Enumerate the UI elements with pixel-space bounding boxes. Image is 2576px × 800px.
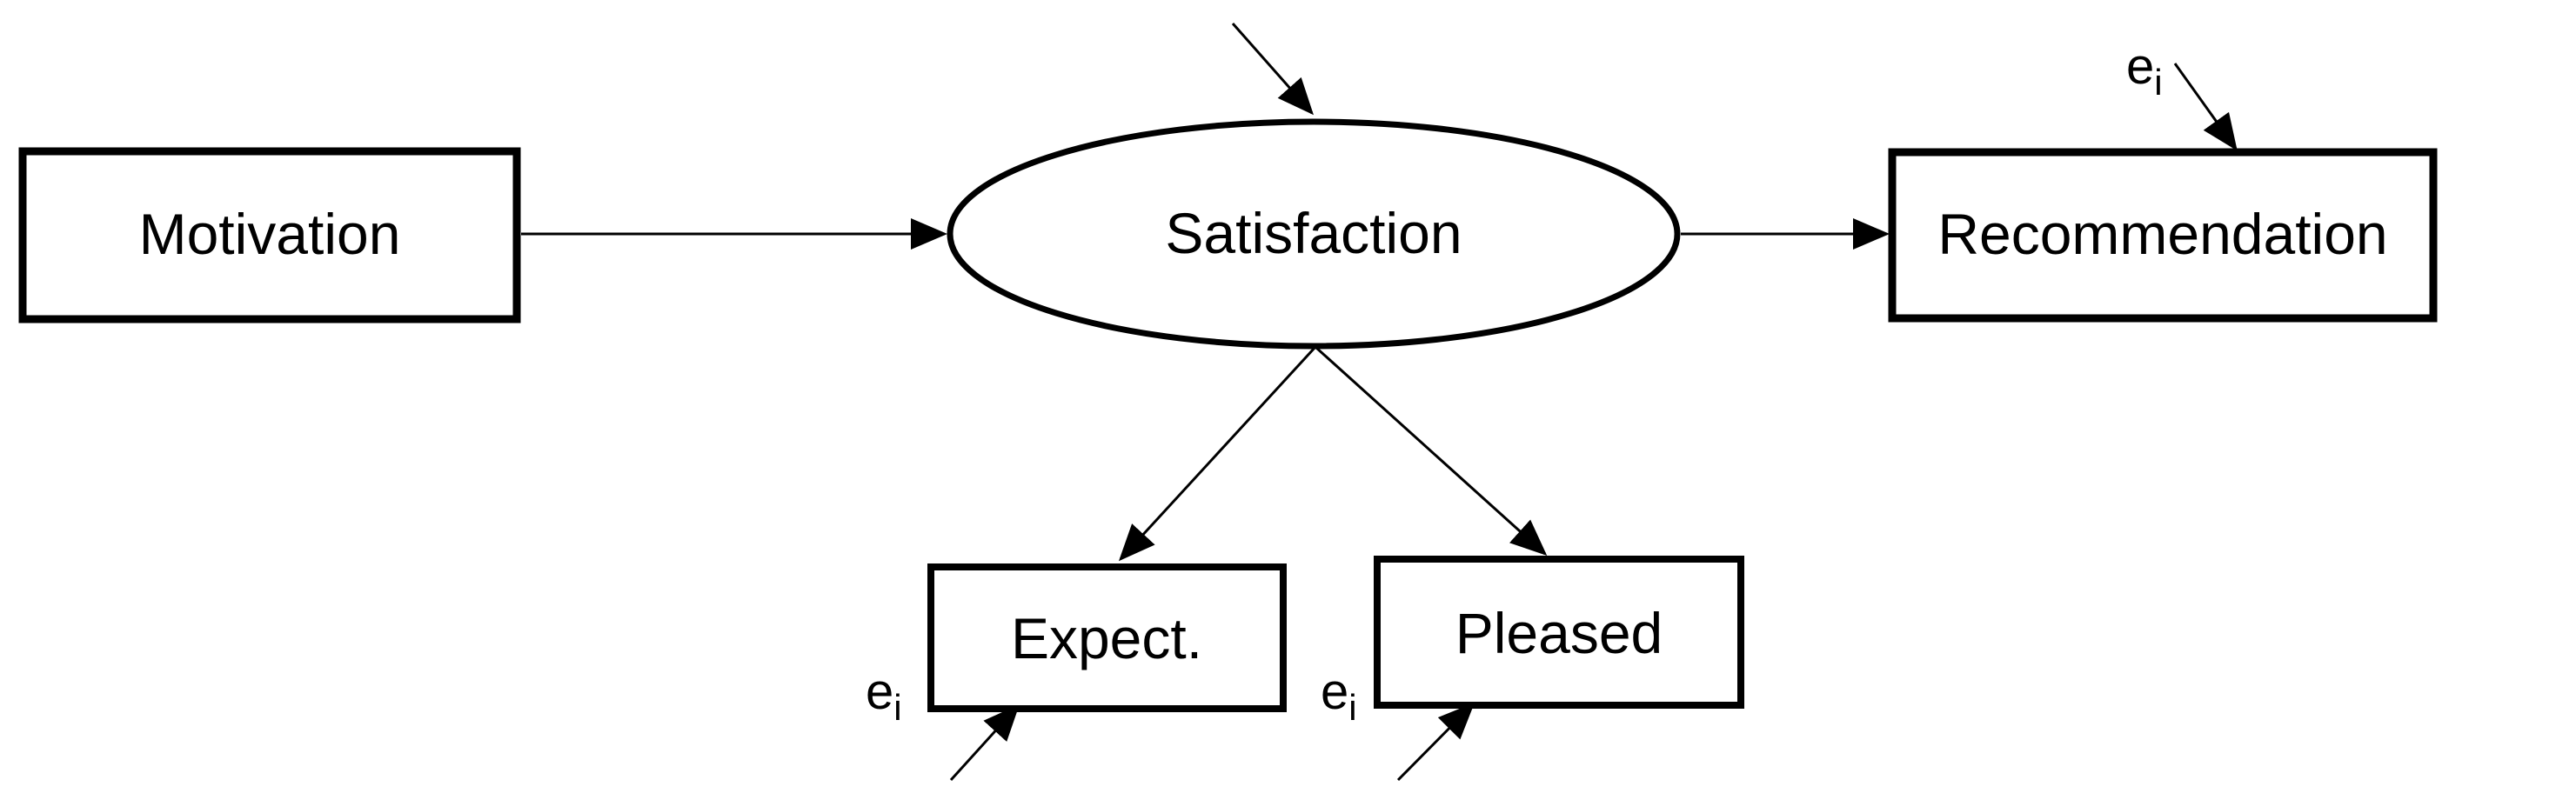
node-pleased: Pleased <box>1374 556 1744 709</box>
error-term-sub: i <box>893 687 901 728</box>
pleased-label: Pleased <box>1455 601 1663 665</box>
expect-label: Expect. <box>1011 606 1202 670</box>
node-motivation: Motivation <box>18 147 521 323</box>
arrow-error-into-pleased-bottom <box>1396 702 1475 782</box>
error-term-sub: i <box>2154 62 2162 103</box>
error-term-base: e <box>866 663 893 720</box>
error-term-expect: ei <box>866 663 902 728</box>
arrow-external-into-satisfaction-top <box>1231 23 1314 116</box>
node-expect: Expect. <box>927 563 1287 712</box>
node-satisfaction: Satisfaction <box>947 118 1681 350</box>
motivation-box <box>18 147 521 323</box>
error-term-sub: i <box>1348 687 1356 728</box>
recommendation-label: Recommendation <box>1937 202 2387 266</box>
arrow-satisfaction-to-pleased <box>1314 345 1548 557</box>
expect-box <box>927 563 1287 712</box>
error-term-base: e <box>2126 38 2154 95</box>
satisfaction-label: Satisfaction <box>1165 201 1462 265</box>
error-term-pleased: ei <box>1321 663 1357 728</box>
node-recommendation: Recommendation <box>1888 148 2438 323</box>
pleased-box <box>1374 556 1744 709</box>
recommendation-box <box>1888 148 2438 323</box>
arrow-error-into-recommendation-top <box>2173 63 2238 151</box>
error-term-recommendation: ei <box>2126 38 2163 103</box>
satisfaction-ellipse <box>947 118 1681 350</box>
motivation-label: Motivation <box>139 202 401 266</box>
arrow-satisfaction-to-expect <box>1118 345 1317 562</box>
error-term-base: e <box>1321 663 1348 720</box>
arrow-error-into-expect-bottom <box>949 703 1020 782</box>
